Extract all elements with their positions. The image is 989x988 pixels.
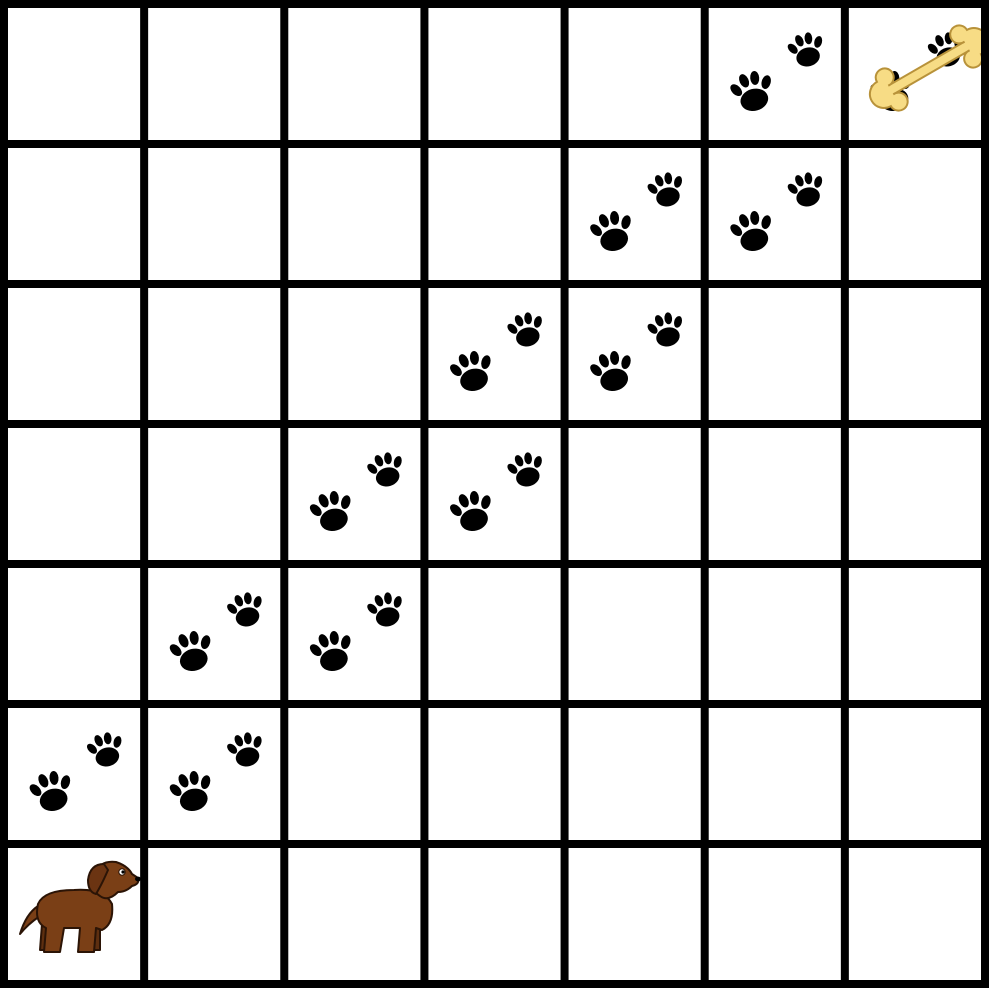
grid-cell-r6-c3[interactable]: [424, 844, 564, 984]
grid-cell-r4-c1[interactable]: [144, 564, 284, 704]
grid-cell-r2-c2[interactable]: [284, 284, 424, 424]
grid-cell-r3-c3[interactable]: [424, 424, 564, 564]
grid-cell-r5-c2[interactable]: [284, 704, 424, 844]
grid-cell-r4-c6[interactable]: [845, 564, 985, 704]
grid-cell-r6-c5[interactable]: [705, 844, 845, 984]
grid-cell-r4-c4[interactable]: [565, 564, 705, 704]
grid-cell-r1-c2[interactable]: [284, 144, 424, 284]
grid-cell-r2-c5[interactable]: [705, 284, 845, 424]
grid-cell-r2-c6[interactable]: [845, 284, 985, 424]
grid-cell-r0-c4[interactable]: [565, 4, 705, 144]
grid-cell-r4-c2[interactable]: [284, 564, 424, 704]
grid-cell-r1-c4[interactable]: [565, 144, 705, 284]
grid-cell-r2-c4[interactable]: [565, 284, 705, 424]
grid-cell-r3-c5[interactable]: [705, 424, 845, 564]
grid-cell-r3-c2[interactable]: [284, 424, 424, 564]
grid-cell-r3-c6[interactable]: [845, 424, 985, 564]
grid-cell-r0-c3[interactable]: [424, 4, 564, 144]
grid-cell-r4-c0[interactable]: [4, 564, 144, 704]
grid-cell-r1-c5[interactable]: [705, 144, 845, 284]
grid-cell-r0-c0[interactable]: [4, 4, 144, 144]
grid-cell-r5-c6[interactable]: [845, 704, 985, 844]
grid-cell-r2-c0[interactable]: [4, 284, 144, 424]
grid-cell-r3-c0[interactable]: [4, 424, 144, 564]
grid-cell-r1-c3[interactable]: [424, 144, 564, 284]
grid-cell-r1-c0[interactable]: [4, 144, 144, 284]
grid-cell-r6-c4[interactable]: [565, 844, 705, 984]
grid-cell-r0-c1[interactable]: [144, 4, 284, 144]
grid-cell-r5-c5[interactable]: [705, 704, 845, 844]
grid-cell-r5-c1[interactable]: [144, 704, 284, 844]
grid-cell-r5-c4[interactable]: [565, 704, 705, 844]
grid-cell-r6-c2[interactable]: [284, 844, 424, 984]
grid-cell-r5-c0[interactable]: [4, 704, 144, 844]
grid-cell-r1-c1[interactable]: [144, 144, 284, 284]
grid-cell-r0-c5[interactable]: [705, 4, 845, 144]
grid-cell-r6-c6[interactable]: [845, 844, 985, 984]
grid-cell-r3-c1[interactable]: [144, 424, 284, 564]
grid-cell-r2-c3[interactable]: [424, 284, 564, 424]
grid-cell-r5-c3[interactable]: [424, 704, 564, 844]
grid-cell-r0-c2[interactable]: [284, 4, 424, 144]
grid-cell-r4-c3[interactable]: [424, 564, 564, 704]
grid-cell-r1-c6[interactable]: [845, 144, 985, 284]
grid-cell-r6-c1[interactable]: [144, 844, 284, 984]
grid-cell-r4-c5[interactable]: [705, 564, 845, 704]
grid-cell-r2-c1[interactable]: [144, 284, 284, 424]
grid-cell-r3-c4[interactable]: [565, 424, 705, 564]
